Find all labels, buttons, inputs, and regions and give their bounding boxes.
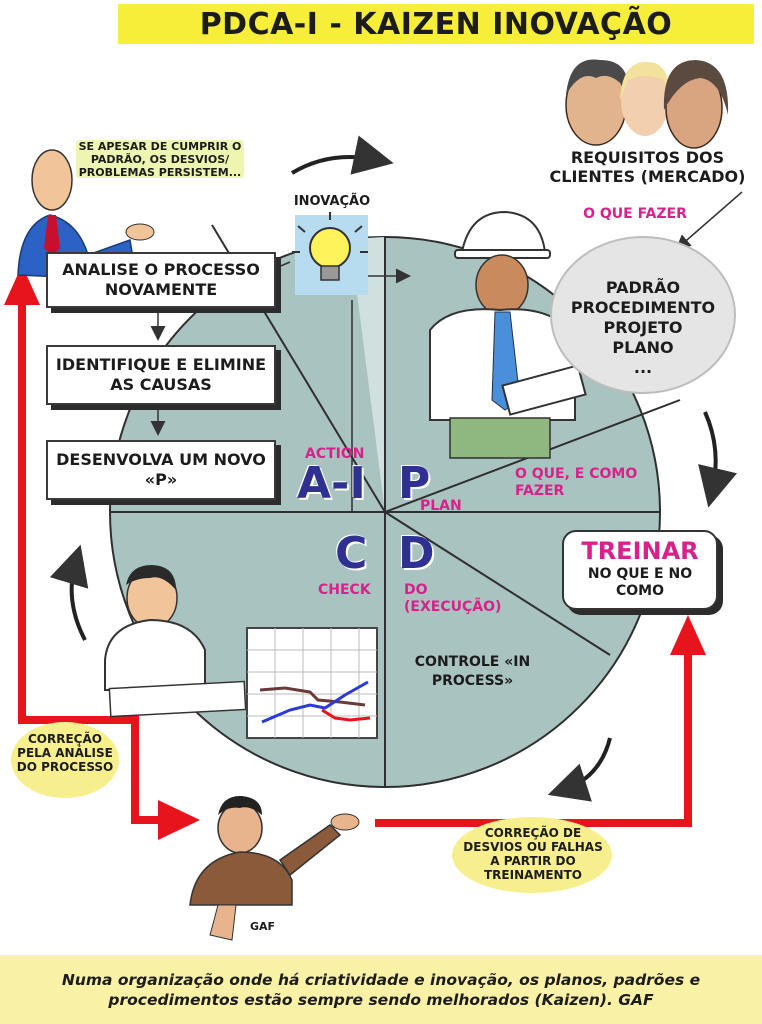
top-note: SE APESAR DE CUMPRIR O PADRÃO, OS DESVIO… bbox=[78, 140, 242, 179]
action-box-develop: DESENVOLVA UM NOVO «P» bbox=[46, 440, 276, 500]
plan-label: PLAN bbox=[420, 498, 462, 514]
train-box: TREINAR NO QUE E NO COMO bbox=[562, 530, 718, 610]
train-title: TREINAR bbox=[581, 537, 699, 565]
plan-note: O QUE, E COMO FAZER bbox=[515, 466, 638, 499]
footer-text: Numa organização onde há criatividade e … bbox=[61, 970, 701, 1009]
action-label: ACTION bbox=[305, 446, 365, 462]
left-note-bubble-shape bbox=[11, 722, 119, 798]
footer: Numa organização onde há criatividade e … bbox=[0, 955, 762, 1024]
page-title: PDCA-I - KAIZEN INOVAÇÃO bbox=[118, 4, 754, 44]
p-letter: P bbox=[398, 458, 431, 509]
light-bulb-icon bbox=[292, 212, 368, 295]
engineer-icon bbox=[429, 210, 587, 459]
signature: GAF bbox=[250, 920, 276, 933]
bottom-left-note: CORREÇÃO PELA ANÁLISE DO PROCESSO bbox=[16, 732, 114, 774]
action-box-identify: IDENTIFIQUE E ELIMINE AS CAUSAS bbox=[46, 345, 276, 405]
standards-line: PADRÃO bbox=[605, 278, 681, 297]
standards-line: PROCEDIMENTO bbox=[570, 298, 716, 317]
innovation-label: INOVAÇÃO bbox=[293, 194, 371, 209]
control-label: CONTROLE «IN PROCESS» bbox=[414, 654, 531, 689]
standards-bubble-shape bbox=[550, 236, 736, 394]
train-subtitle: NO QUE E NO COMO bbox=[587, 566, 693, 599]
what-to-do-label: O QUE FAZER bbox=[583, 206, 687, 222]
customer-requirements: REQUISITOS DOS CLIENTES (MERCADO) bbox=[549, 148, 746, 186]
thinking-man-icon bbox=[104, 565, 247, 718]
do-label: DO (EXECUÇÃO) bbox=[404, 582, 502, 615]
action-box-analyse: ANALISE O PROCESSO NOVAMENTE bbox=[46, 252, 276, 308]
standards-line: ... bbox=[633, 358, 653, 377]
connector-arrows bbox=[150, 191, 743, 436]
c-letter: C bbox=[335, 528, 368, 579]
pointing-man-icon bbox=[189, 795, 360, 941]
bottom-right-note: CORREÇÃO DE DESVIOS OU FALHAS A PARTIR D… bbox=[463, 826, 603, 882]
ai-letters: A-I bbox=[297, 458, 366, 509]
standards-line: PROJETO bbox=[603, 318, 683, 337]
standards-bubble: PADRÃO PROCEDIMENTO PROJETO PLANO ... bbox=[551, 278, 735, 378]
d-letter: D bbox=[398, 528, 435, 579]
check-label: CHECK bbox=[318, 582, 371, 598]
cycle-arrows bbox=[49, 135, 738, 802]
top-note-bg bbox=[76, 140, 244, 178]
right-note-bubble-shape bbox=[452, 817, 612, 893]
customers-icon bbox=[565, 59, 729, 149]
standards-line: PLANO bbox=[612, 338, 674, 357]
line-chart-icon bbox=[246, 627, 378, 739]
